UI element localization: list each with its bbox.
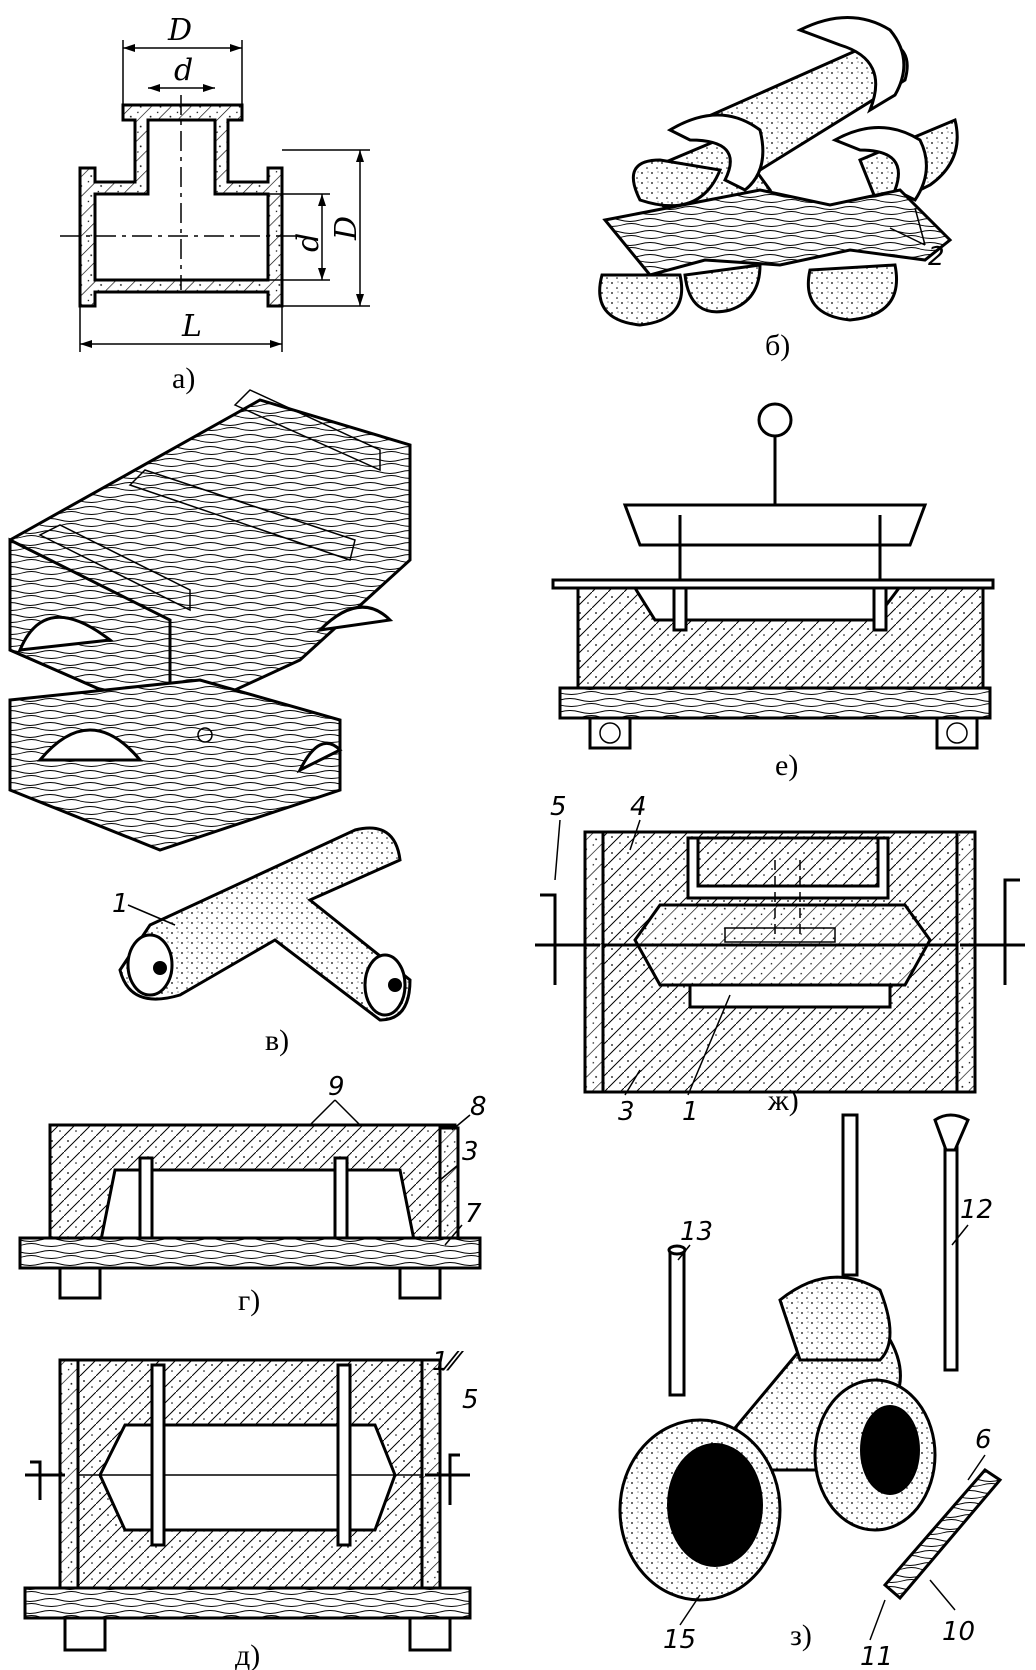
- caption-b: б): [765, 329, 790, 362]
- dim-d-side: d: [291, 233, 326, 252]
- label-1-zh: 1: [682, 1097, 699, 1127]
- label-5-zh: 5: [550, 792, 567, 822]
- label-3-zh: 3: [618, 1097, 635, 1127]
- label-15: 15: [663, 1625, 696, 1655]
- label-3-drag: 3: [462, 1137, 479, 1167]
- label-1-mold: 1⁄⁄: [432, 1347, 465, 1377]
- figure-zh-closed-mold: 5 4 3 1 ж): [535, 792, 1025, 1127]
- figure-b-split-pattern: 2 б): [598, 16, 959, 362]
- figure-g-mold-drag: 9 8 3 7 г): [18, 1072, 487, 1317]
- caption-zh: ж): [767, 1084, 799, 1117]
- figure-a-tee-section: D d d D L а): [60, 13, 370, 395]
- label-6: 6: [975, 1425, 992, 1455]
- caption-d: д): [235, 1639, 260, 1670]
- caption-z: з): [790, 1619, 812, 1652]
- figure-z-casting: 13 12 6 10 11 15 з): [618, 1113, 1003, 1670]
- label-1-core: 1: [112, 889, 129, 919]
- figure-d-assembled-mold: 1⁄⁄ 5 д): [23, 1347, 479, 1670]
- dim-D-top: D: [167, 13, 192, 48]
- label-13: 13: [680, 1217, 713, 1247]
- caption-a: а): [172, 362, 195, 395]
- label-5-d: 5: [462, 1385, 479, 1415]
- label-8: 8: [470, 1092, 487, 1122]
- label-10: 10: [942, 1617, 975, 1647]
- label-12: 12: [960, 1195, 993, 1225]
- caption-e: е): [775, 749, 798, 782]
- label-9: 9: [328, 1072, 345, 1102]
- dim-L: L: [181, 309, 202, 344]
- figure-v-core-box: 1 в): [8, 389, 412, 1057]
- caption-v: в): [265, 1024, 289, 1057]
- label-11: 11: [860, 1642, 893, 1670]
- label-7: 7: [465, 1199, 482, 1229]
- dim-d-top: d: [174, 53, 193, 88]
- dim-D-side: D: [329, 216, 364, 241]
- label-4: 4: [630, 792, 647, 822]
- figure-e-lifting-cope: е): [551, 402, 995, 782]
- label-2: 2: [928, 242, 945, 272]
- caption-g: г): [238, 1284, 260, 1317]
